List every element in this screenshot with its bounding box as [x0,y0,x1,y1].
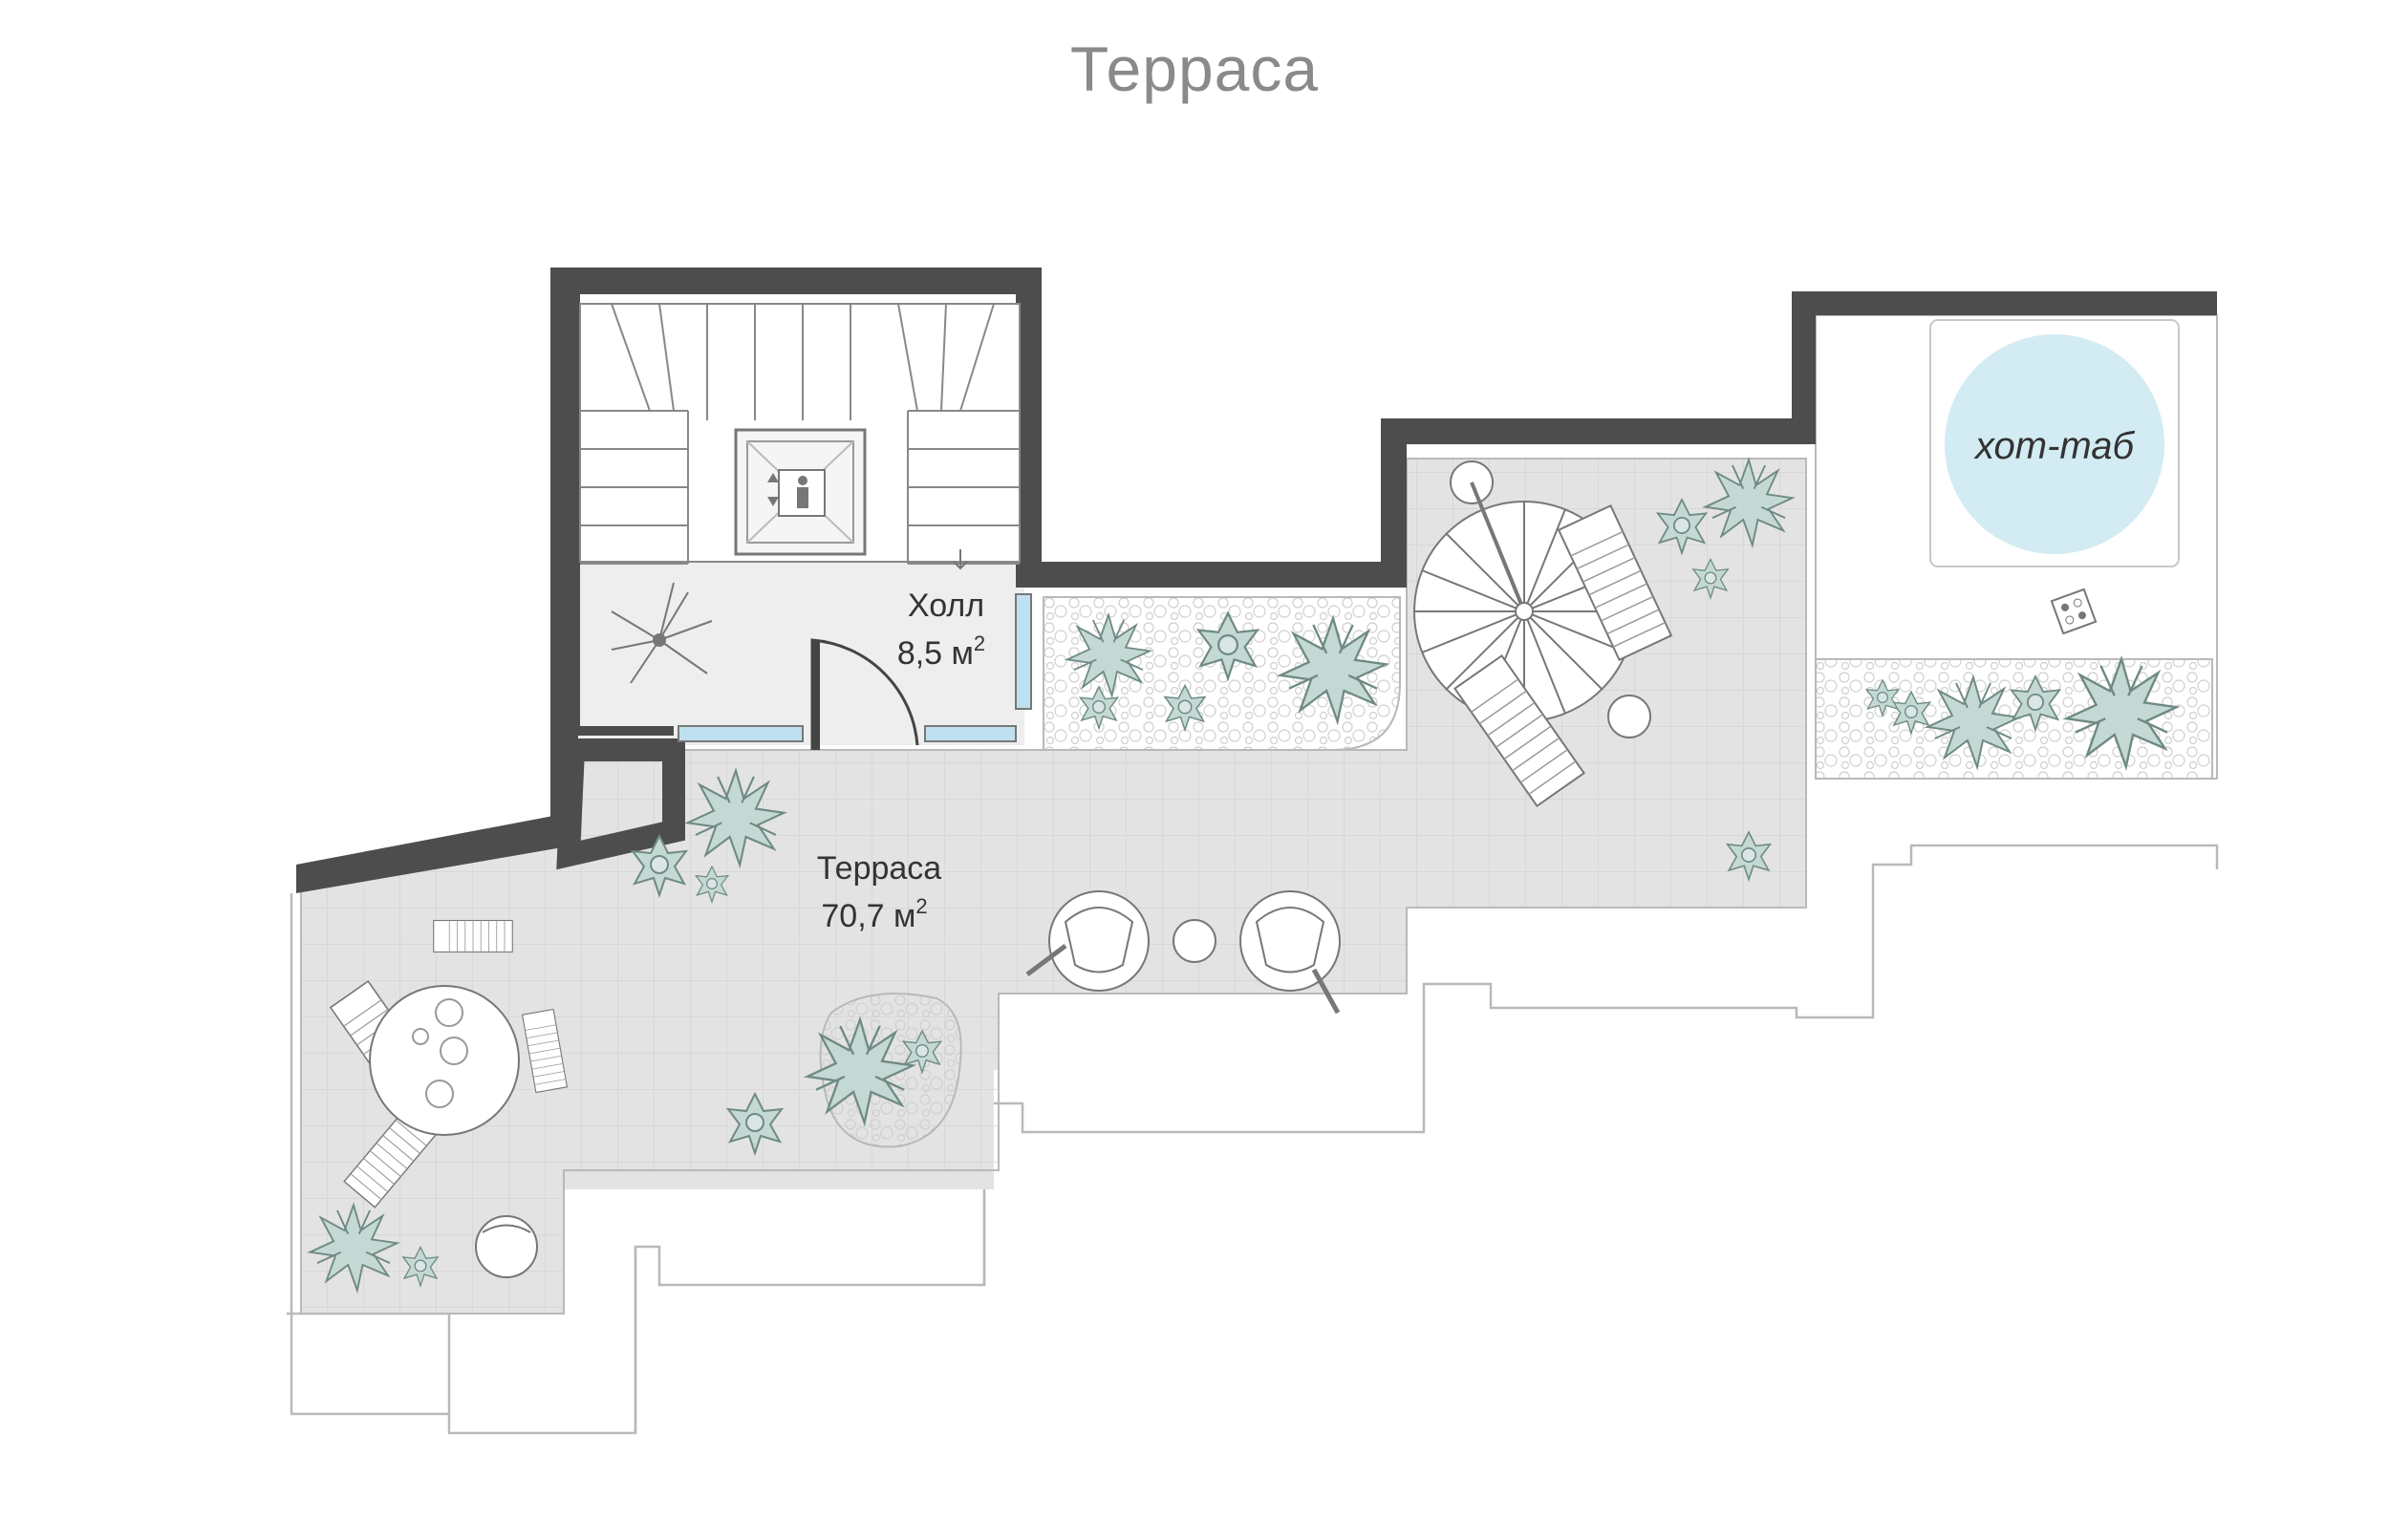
side-table-icon [1607,695,1651,738]
page-title: Терраса [1069,33,1320,104]
walls [296,267,2217,893]
terrace-area: 70,7 м2 [821,894,927,934]
window [678,725,804,742]
hall-area: 8,5 м2 [897,631,985,672]
hall-door [810,638,919,750]
window [1015,593,1032,710]
terrace-name: Терраса [817,850,941,887]
dining-table-icon [330,919,568,1208]
chair-icon [475,1215,538,1278]
hot-tub-label: хот-таб [1973,425,2136,467]
hot-tub-icon [1929,319,2180,635]
hall-name: Холл [908,588,984,624]
palm-icon [611,582,713,684]
planter [1043,596,1401,751]
elevator-icon [734,428,867,556]
lounge-chair-icon [1025,890,1341,1015]
window [924,725,1017,742]
